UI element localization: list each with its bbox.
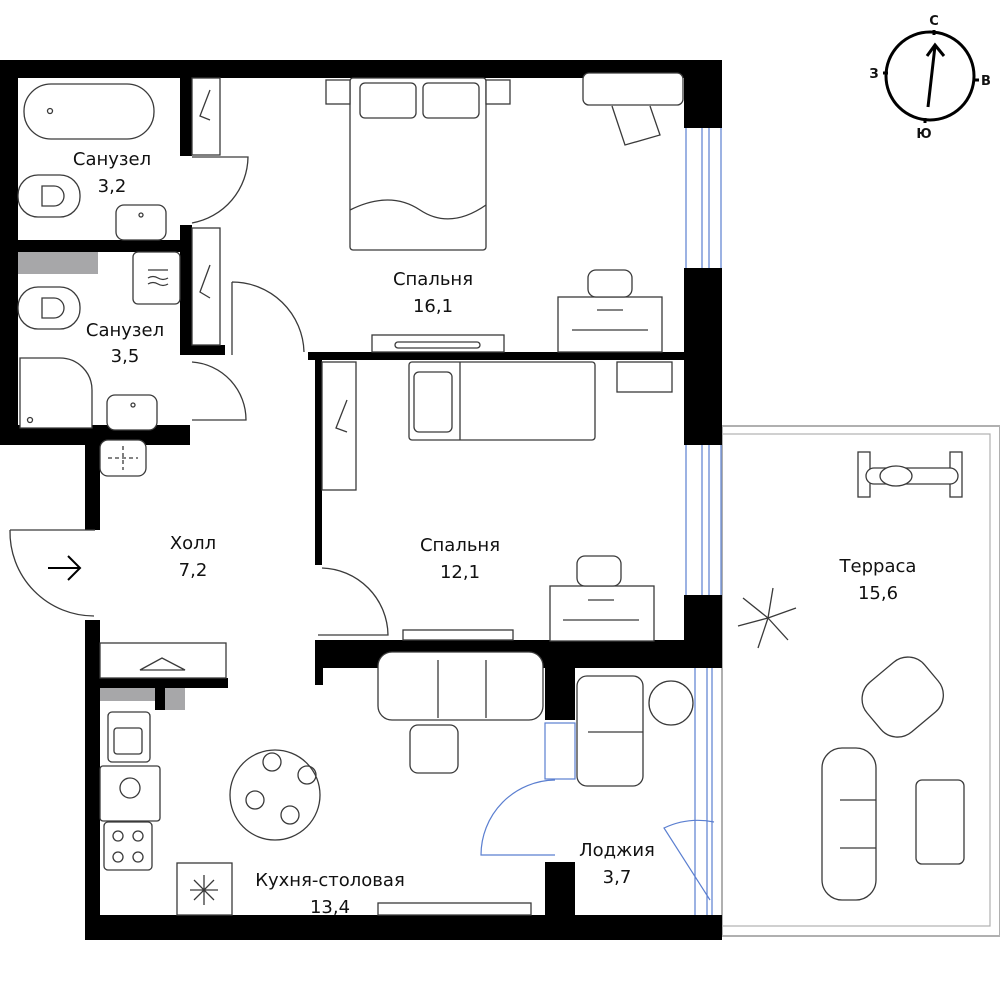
lounge-chair [861, 656, 944, 738]
room-area-hall: 7,2 [179, 560, 208, 581]
room-area-bedroom1: 16,1 [413, 296, 453, 317]
armchair-sofa [576, 675, 644, 787]
exercise-bike [857, 451, 963, 498]
side-table [648, 680, 694, 726]
sink [106, 394, 158, 431]
toilet [17, 286, 81, 330]
room-area-bedroom2: 12,1 [440, 562, 480, 583]
room-area-bath1: 3,2 [98, 176, 127, 197]
sofa [377, 651, 544, 721]
tv-stand [371, 334, 505, 353]
palm-plant-icon [737, 587, 797, 649]
toilet [17, 174, 81, 218]
room-area-bath2: 3,5 [111, 346, 140, 367]
desk [549, 555, 655, 642]
outdoor-sofa [821, 747, 877, 901]
entrance-arrow-icon [48, 555, 82, 581]
compass-icon: С З В Ю [869, 14, 991, 142]
closet-hanger [191, 227, 221, 346]
double-bed [325, 77, 511, 251]
outdoor-table [915, 779, 965, 865]
washing-machine [132, 251, 181, 305]
ventilation-shafts [18, 252, 185, 710]
room-name-bedroom1: Спальня [393, 269, 473, 290]
sink [115, 204, 167, 241]
room-name-loggia: Лоджия [579, 840, 655, 861]
walls [0, 60, 722, 940]
compass-west: З [869, 67, 878, 82]
windows [480, 128, 722, 915]
compass-north: С [929, 14, 939, 29]
room-name-hall: Холл [170, 533, 216, 554]
room-name-terrace: Терраса [839, 556, 917, 577]
closet-hanger [191, 77, 221, 156]
fridge [176, 862, 233, 916]
dining-table [229, 749, 321, 841]
room-area-terrace: 15,6 [858, 583, 898, 604]
kitchen-sink [107, 711, 151, 763]
desk [557, 269, 663, 353]
coffee-table [409, 724, 459, 774]
compass-south: Ю [916, 127, 931, 142]
bookshelf [616, 361, 673, 393]
closet-hanger [99, 642, 227, 679]
wardrobe [321, 361, 357, 491]
room-area-loggia: 3,7 [603, 867, 632, 888]
terrace-outline [721, 425, 1000, 937]
room-name-kitchen: Кухня-столовая [255, 870, 405, 891]
room-name-bedroom2: Спальня [420, 535, 500, 556]
stove [103, 821, 153, 871]
single-bed [408, 361, 596, 441]
heated-floor-panel [99, 439, 147, 477]
dishwasher [99, 765, 161, 822]
room-name-bath2: Санузел [86, 320, 164, 341]
compass-east: В [981, 74, 991, 89]
shower [19, 357, 93, 429]
tv-stand [402, 629, 514, 641]
desk [582, 72, 684, 146]
doors [9, 156, 389, 636]
room-area-kitchen: 13,4 [310, 897, 350, 918]
room-name-bath1: Санузел [73, 149, 151, 170]
bathtub [23, 83, 155, 140]
tv-stand [377, 902, 532, 916]
